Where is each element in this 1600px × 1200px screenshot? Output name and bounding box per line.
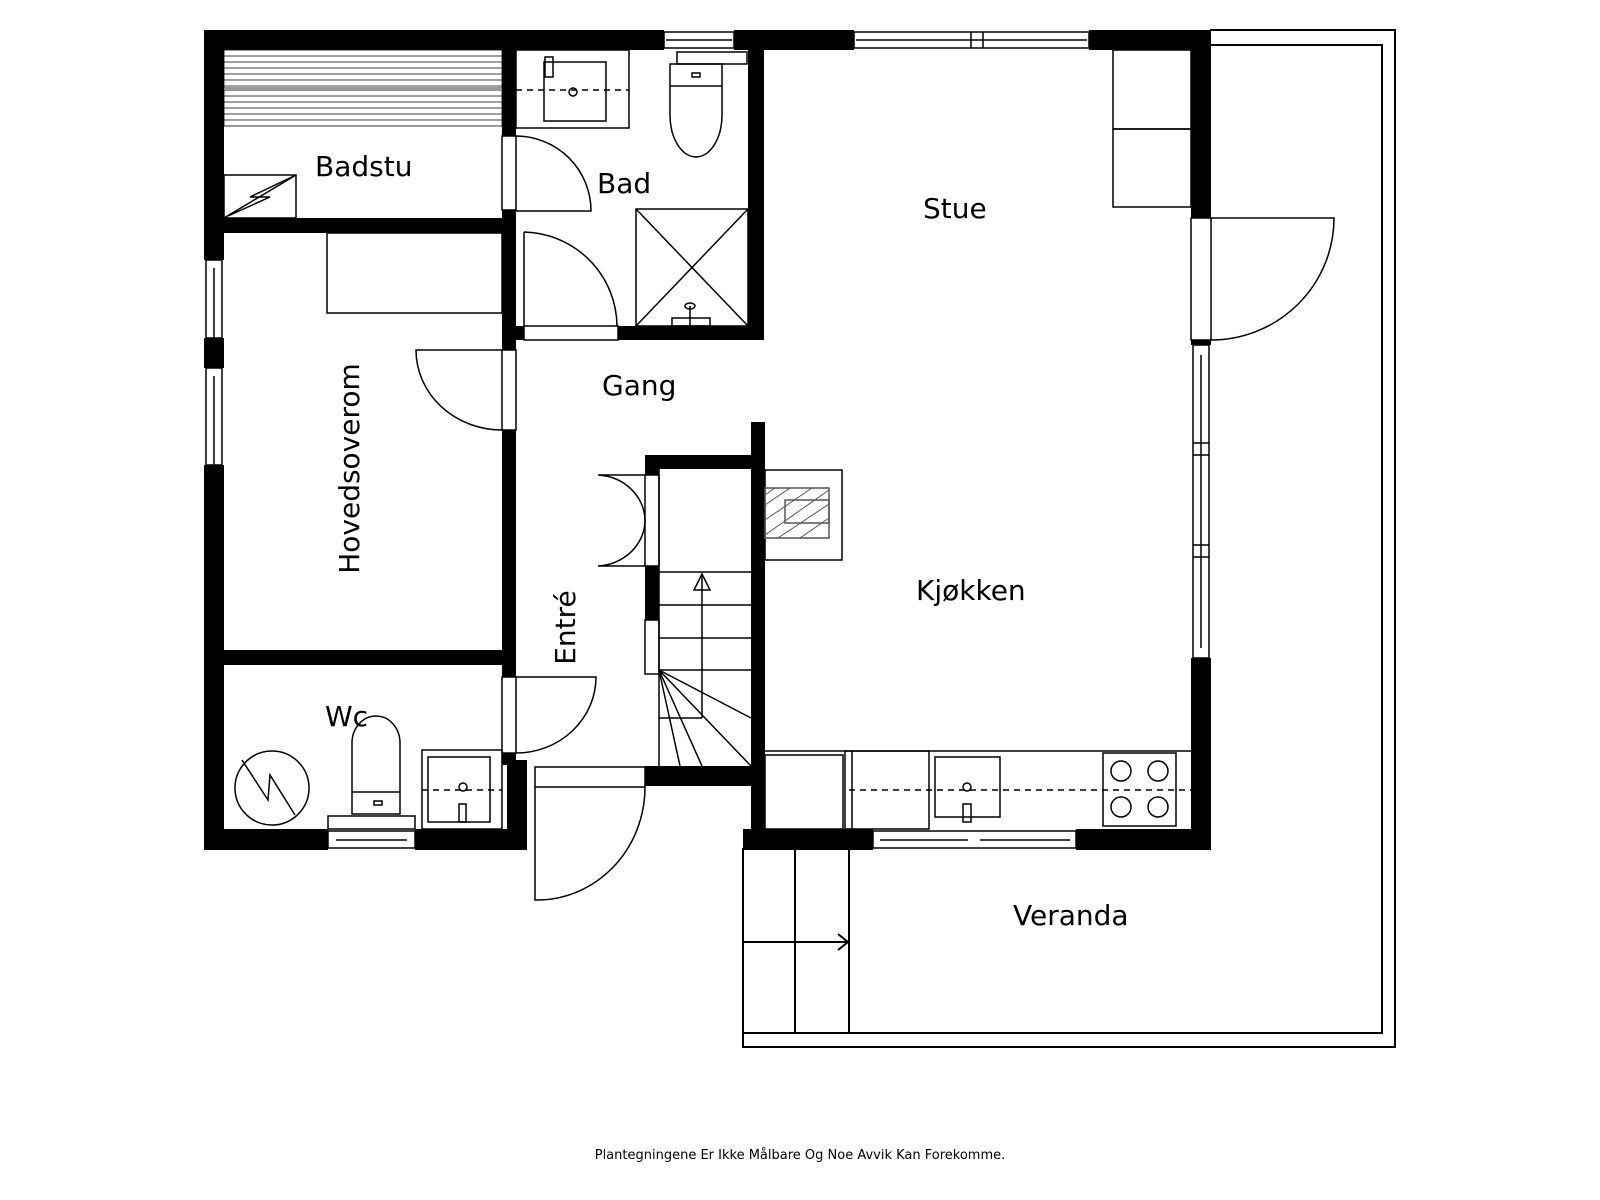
staircase xyxy=(658,469,752,767)
fireplace-icon xyxy=(764,469,843,561)
walls xyxy=(204,30,1211,850)
bedroom-wardrobe xyxy=(326,232,503,314)
room-label-veranda: Veranda xyxy=(1013,899,1129,932)
shower-icon xyxy=(635,208,749,327)
sauna-bench xyxy=(223,49,503,127)
room-label-badstu: Badstu xyxy=(315,150,413,183)
room-label-stue: Stue xyxy=(923,192,987,225)
wc-fixtures xyxy=(234,715,503,830)
kitchen-counter xyxy=(764,750,1191,830)
room-label-wc: Wc xyxy=(325,700,369,733)
sauna-heater-icon xyxy=(223,174,297,219)
bathroom-sink-icon xyxy=(515,49,630,129)
doors xyxy=(415,135,1335,901)
room-label-kjokken: Kjøkken xyxy=(916,574,1026,607)
veranda-outline xyxy=(742,29,1396,1048)
windows xyxy=(205,31,1210,849)
room-label-entre: Entré xyxy=(548,590,582,665)
stue-cabinets xyxy=(1112,49,1192,208)
toilet-icon xyxy=(669,51,748,158)
disclaimer-text: Plantegningene Er Ikke Målbare Og Noe Av… xyxy=(594,1148,1006,1163)
room-label-bad: Bad xyxy=(597,167,652,200)
room-label-gang: Gang xyxy=(602,369,677,402)
room-label-hovedsoverom: Hovedsoverom xyxy=(332,363,366,574)
